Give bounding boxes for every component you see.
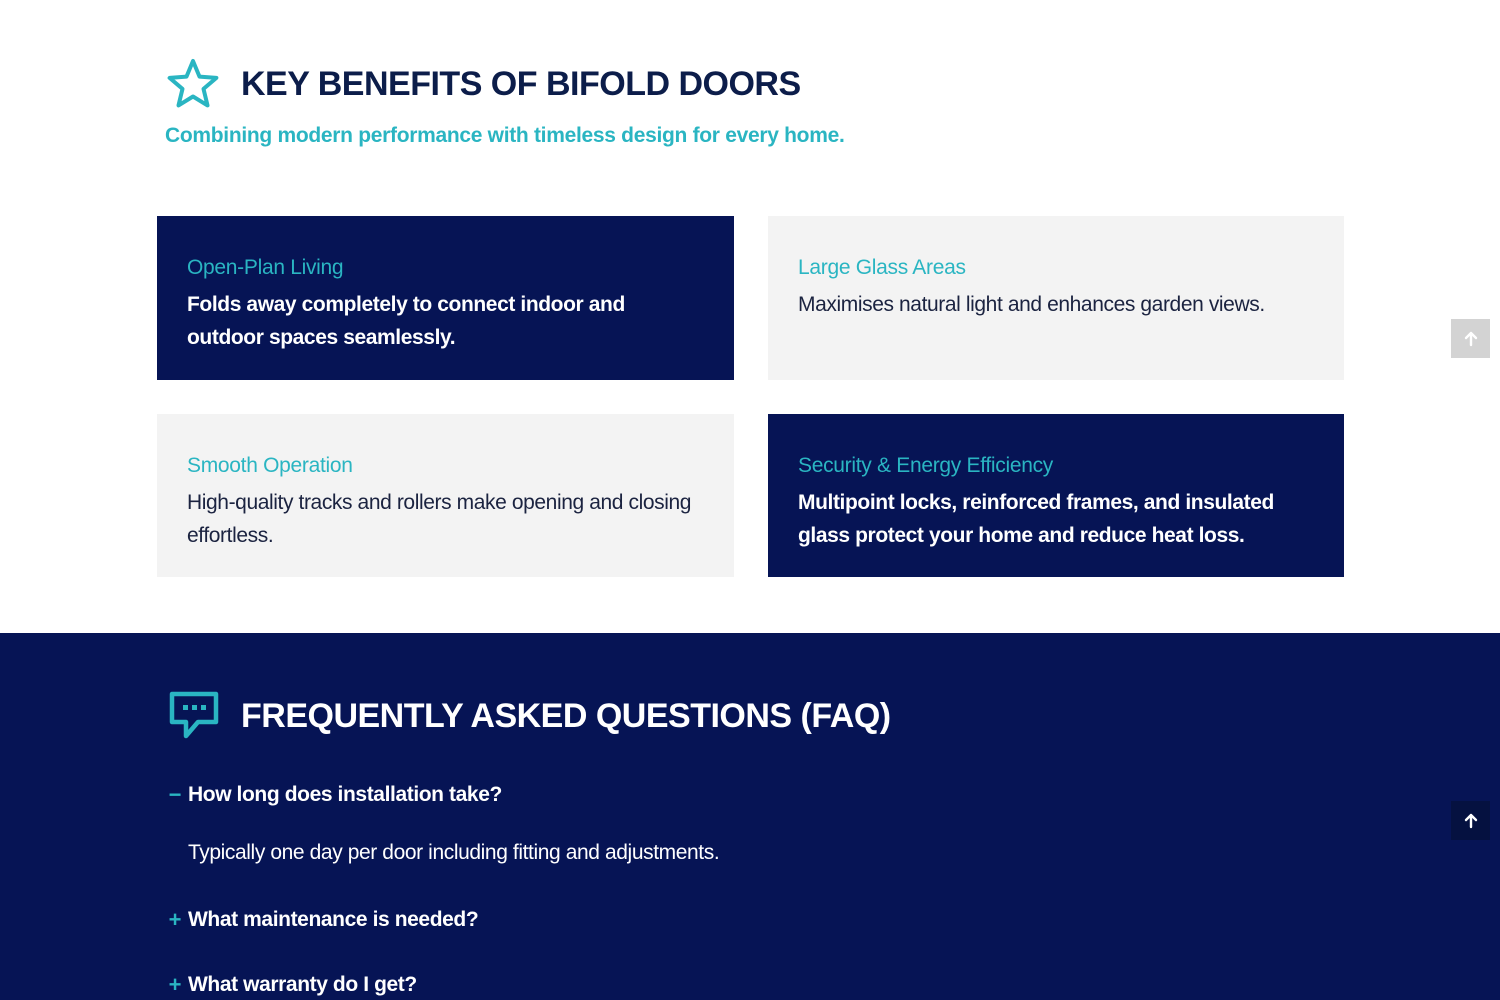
benefit-card-title: Open-Plan Living [187, 256, 344, 279]
benefits-header: KEY BENEFITS OF BIFOLD DOORS [165, 56, 801, 112]
faq-title: FREQUENTLY ASKED QUESTIONS (FAQ) [241, 697, 891, 735]
benefits-subtitle: Combining modern performance with timele… [165, 124, 845, 147]
faq-question[interactable]: What warranty do I get? [188, 973, 417, 996]
benefit-card-smooth-operation: Smooth Operation High-quality tracks and… [157, 414, 734, 577]
faq-item-maintenance[interactable]: + What maintenance is needed? [168, 907, 479, 932]
benefit-card-text: Maximises natural light and enhances gar… [798, 293, 1265, 316]
faq-answer: Typically one day per door including fit… [188, 841, 720, 864]
benefits-title: KEY BENEFITS OF BIFOLD DOORS [241, 65, 801, 103]
chat-icon [169, 691, 219, 739]
expand-plus-icon[interactable]: + [168, 972, 182, 997]
benefit-card-text: High-quality tracks and rollers make ope… [187, 491, 692, 547]
benefit-card-text: Folds away completely to connect indoor … [187, 293, 625, 349]
benefit-card-title: Large Glass Areas [798, 256, 966, 279]
faq-question[interactable]: How long does installation take? [188, 783, 502, 806]
expand-plus-icon[interactable]: + [168, 907, 182, 932]
scroll-to-top-button[interactable] [1451, 319, 1490, 358]
benefits-section: KEY BENEFITS OF BIFOLD DOORS Combining m… [157, 56, 1344, 577]
benefit-card-title: Security & Energy Efficiency [798, 454, 1053, 477]
benefit-card-open-plan-living: Open-Plan Living Folds away completely t… [157, 216, 734, 380]
arrow-up-icon [1464, 331, 1477, 346]
faq-header: FREQUENTLY ASKED QUESTIONS (FAQ) [168, 690, 891, 742]
benefit-card-security-energy: Security & Energy Efficiency Multipoint … [768, 414, 1344, 577]
faq-section: FREQUENTLY ASKED QUESTIONS (FAQ) − How l… [0, 633, 1500, 1000]
collapse-minus-icon[interactable]: − [168, 782, 182, 807]
benefit-cards: Open-Plan Living Folds away completely t… [157, 216, 1344, 577]
faq-item-installation[interactable]: − How long does installation take? [168, 782, 503, 807]
benefit-card-large-glass-areas: Large Glass Areas Maximises natural ligh… [768, 216, 1344, 380]
scroll-to-top-button[interactable] [1451, 801, 1490, 840]
benefit-card-text: Multipoint locks, reinforced frames, and… [798, 491, 1274, 547]
arrow-up-icon [1464, 813, 1477, 828]
star-icon [167, 59, 219, 108]
benefit-card-title: Smooth Operation [187, 454, 353, 477]
faq-question[interactable]: What maintenance is needed? [188, 908, 479, 931]
faq-item-warranty[interactable]: + What warranty do I get? [168, 972, 418, 997]
